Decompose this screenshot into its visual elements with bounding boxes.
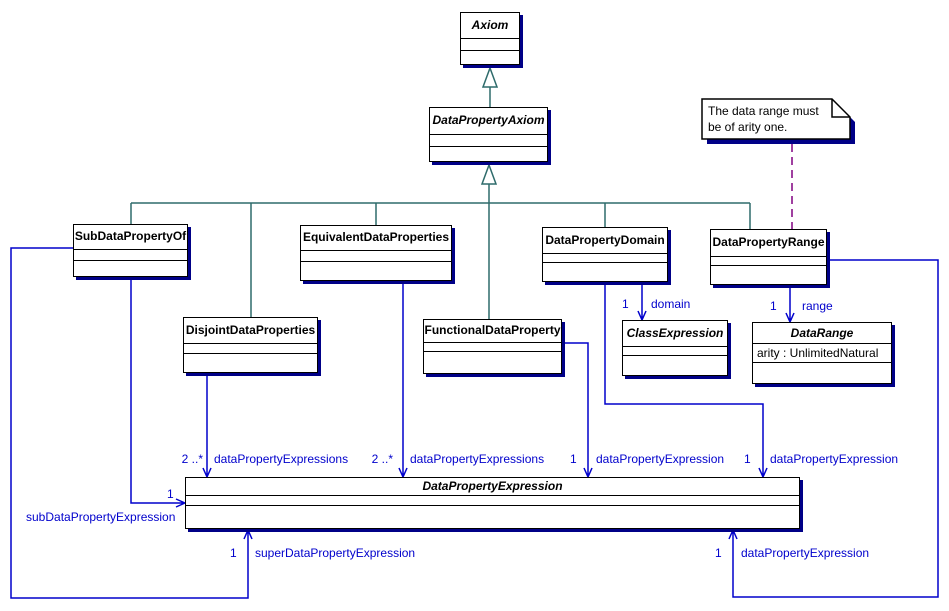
- class-classexpression-operations: [623, 356, 727, 375]
- class-datapropertyrange-operations: [711, 266, 826, 284]
- edge-functional-expr: [560, 342, 593, 478]
- role-range-expr: dataPropertyExpression: [741, 546, 870, 560]
- class-datapropertydomain-attributes: [543, 254, 667, 263]
- class-classexpression: ClassExpression: [622, 320, 728, 376]
- class-datapropertyrange: DataPropertyRange: [710, 229, 827, 285]
- note-fold-icon: [831, 99, 850, 118]
- class-functionaldataproperty-operations: [424, 352, 561, 373]
- class-title-datapropertyrange: DataPropertyRange: [711, 230, 826, 257]
- multiplicity-range-expr: 1: [715, 546, 722, 560]
- role-domain-expr: dataPropertyExpression: [770, 452, 899, 466]
- class-datapropertyexpression-attributes: [186, 496, 799, 506]
- class-datapropertyexpression: DataPropertyExpression: [185, 477, 800, 529]
- edge-range-expr: [728, 259, 939, 598]
- class-datapropertyrange-attributes: [711, 257, 826, 266]
- multiplicity-range: 1: [770, 299, 777, 313]
- edge-super-expr: [10, 247, 253, 599]
- role-range: range: [802, 299, 833, 313]
- generalization-lines: [130, 87, 751, 320]
- edge-domain: [637, 281, 647, 321]
- role-super-expr: superDataPropertyExpression: [255, 546, 416, 560]
- generalization-triangle-dpa: [480, 162, 498, 185]
- role-equivalent-expr: dataPropertyExpressions: [410, 452, 545, 466]
- edge-disjoint-expr: [202, 373, 212, 478]
- note-line-1: The data range must: [708, 104, 819, 118]
- class-title-disjointdataproperties: DisjointDataProperties: [184, 318, 317, 344]
- multiplicity-domain-expr: 1: [744, 452, 751, 466]
- class-disjointdataproperties: DisjointDataProperties: [183, 317, 318, 373]
- class-datarange-attribute: arity : UnlimitedNatural: [753, 344, 891, 363]
- class-title-datapropertyexpression: DataPropertyExpression: [186, 478, 799, 496]
- class-equivalentdataproperties: EquivalentDataProperties: [300, 225, 452, 281]
- class-datarange-operations: [753, 363, 891, 383]
- class-title-classexpression: ClassExpression: [623, 321, 727, 347]
- class-datapropertydomain-operations: [543, 263, 667, 281]
- role-sub-expr: subDataPropertyExpression: [26, 510, 176, 524]
- class-classexpression-attributes: [623, 347, 727, 356]
- multiplicity-functional-expr: 1: [570, 452, 577, 466]
- note-line-2: be of arity one.: [708, 120, 788, 134]
- class-equivalentdataproperties-operations: [301, 262, 451, 280]
- association-lines: [10, 247, 939, 599]
- edge-equivalent-expr: [398, 281, 408, 478]
- class-axiom-attributes: [461, 39, 519, 51]
- edge-range: [785, 284, 795, 323]
- class-disjointdataproperties-attributes: [184, 344, 317, 354]
- role-functional-expr: dataPropertyExpression: [596, 452, 725, 466]
- class-axiom-operations: [461, 51, 519, 64]
- class-title-equivalentdataproperties: EquivalentDataProperties: [301, 226, 451, 251]
- class-title-subdatapropertyof: SubDataPropertyOf: [74, 225, 187, 250]
- multiplicity-disjoint-expr: 2 ..*: [181, 452, 203, 466]
- class-datapropertyexpression-operations: [186, 506, 799, 528]
- class-axiom: Axiom: [460, 12, 520, 65]
- multiplicity-domain: 1: [622, 297, 629, 311]
- role-disjoint-expr: dataPropertyExpressions: [214, 452, 349, 466]
- generalization-triangle-axiom: [481, 65, 499, 88]
- class-datarange: DataRange arity : UnlimitedNatural: [752, 322, 892, 384]
- note-shape: [701, 98, 851, 140]
- note: The data range must be of arity one.: [708, 103, 846, 135]
- class-subdatapropertyof: SubDataPropertyOf: [73, 224, 188, 277]
- class-equivalentdataproperties-attributes: [301, 251, 451, 262]
- class-functionaldataproperty-attributes: [424, 343, 561, 352]
- role-domain: domain: [651, 297, 691, 311]
- class-subdatapropertyof-attributes: [74, 250, 187, 261]
- class-subdatapropertyof-operations: [74, 261, 187, 276]
- class-datapropertydomain: DataPropertyDomain: [542, 227, 668, 282]
- class-title-datarange: DataRange: [753, 323, 891, 344]
- multiplicity-sub-expr: 1: [167, 487, 174, 501]
- class-datapropertyaxiom-operations: [430, 147, 547, 161]
- class-title-functionaldataproperty: FunctionalDataProperty: [424, 320, 561, 343]
- class-title-axiom: Axiom: [461, 13, 519, 39]
- class-title-datapropertyaxiom: DataPropertyAxiom: [430, 108, 547, 135]
- multiplicity-super-expr: 1: [230, 546, 237, 560]
- class-datapropertyaxiom-attributes: [430, 135, 547, 147]
- multiplicity-equivalent-expr: 2 ..*: [371, 452, 393, 466]
- class-datapropertyaxiom: DataPropertyAxiom: [429, 107, 548, 162]
- edge-sub-expr: [130, 276, 186, 508]
- edge-domain-expr: [604, 281, 768, 478]
- class-title-datapropertydomain: DataPropertyDomain: [543, 228, 667, 254]
- class-disjointdataproperties-operations: [184, 354, 317, 372]
- class-functionaldataproperty: FunctionalDataProperty: [423, 319, 562, 374]
